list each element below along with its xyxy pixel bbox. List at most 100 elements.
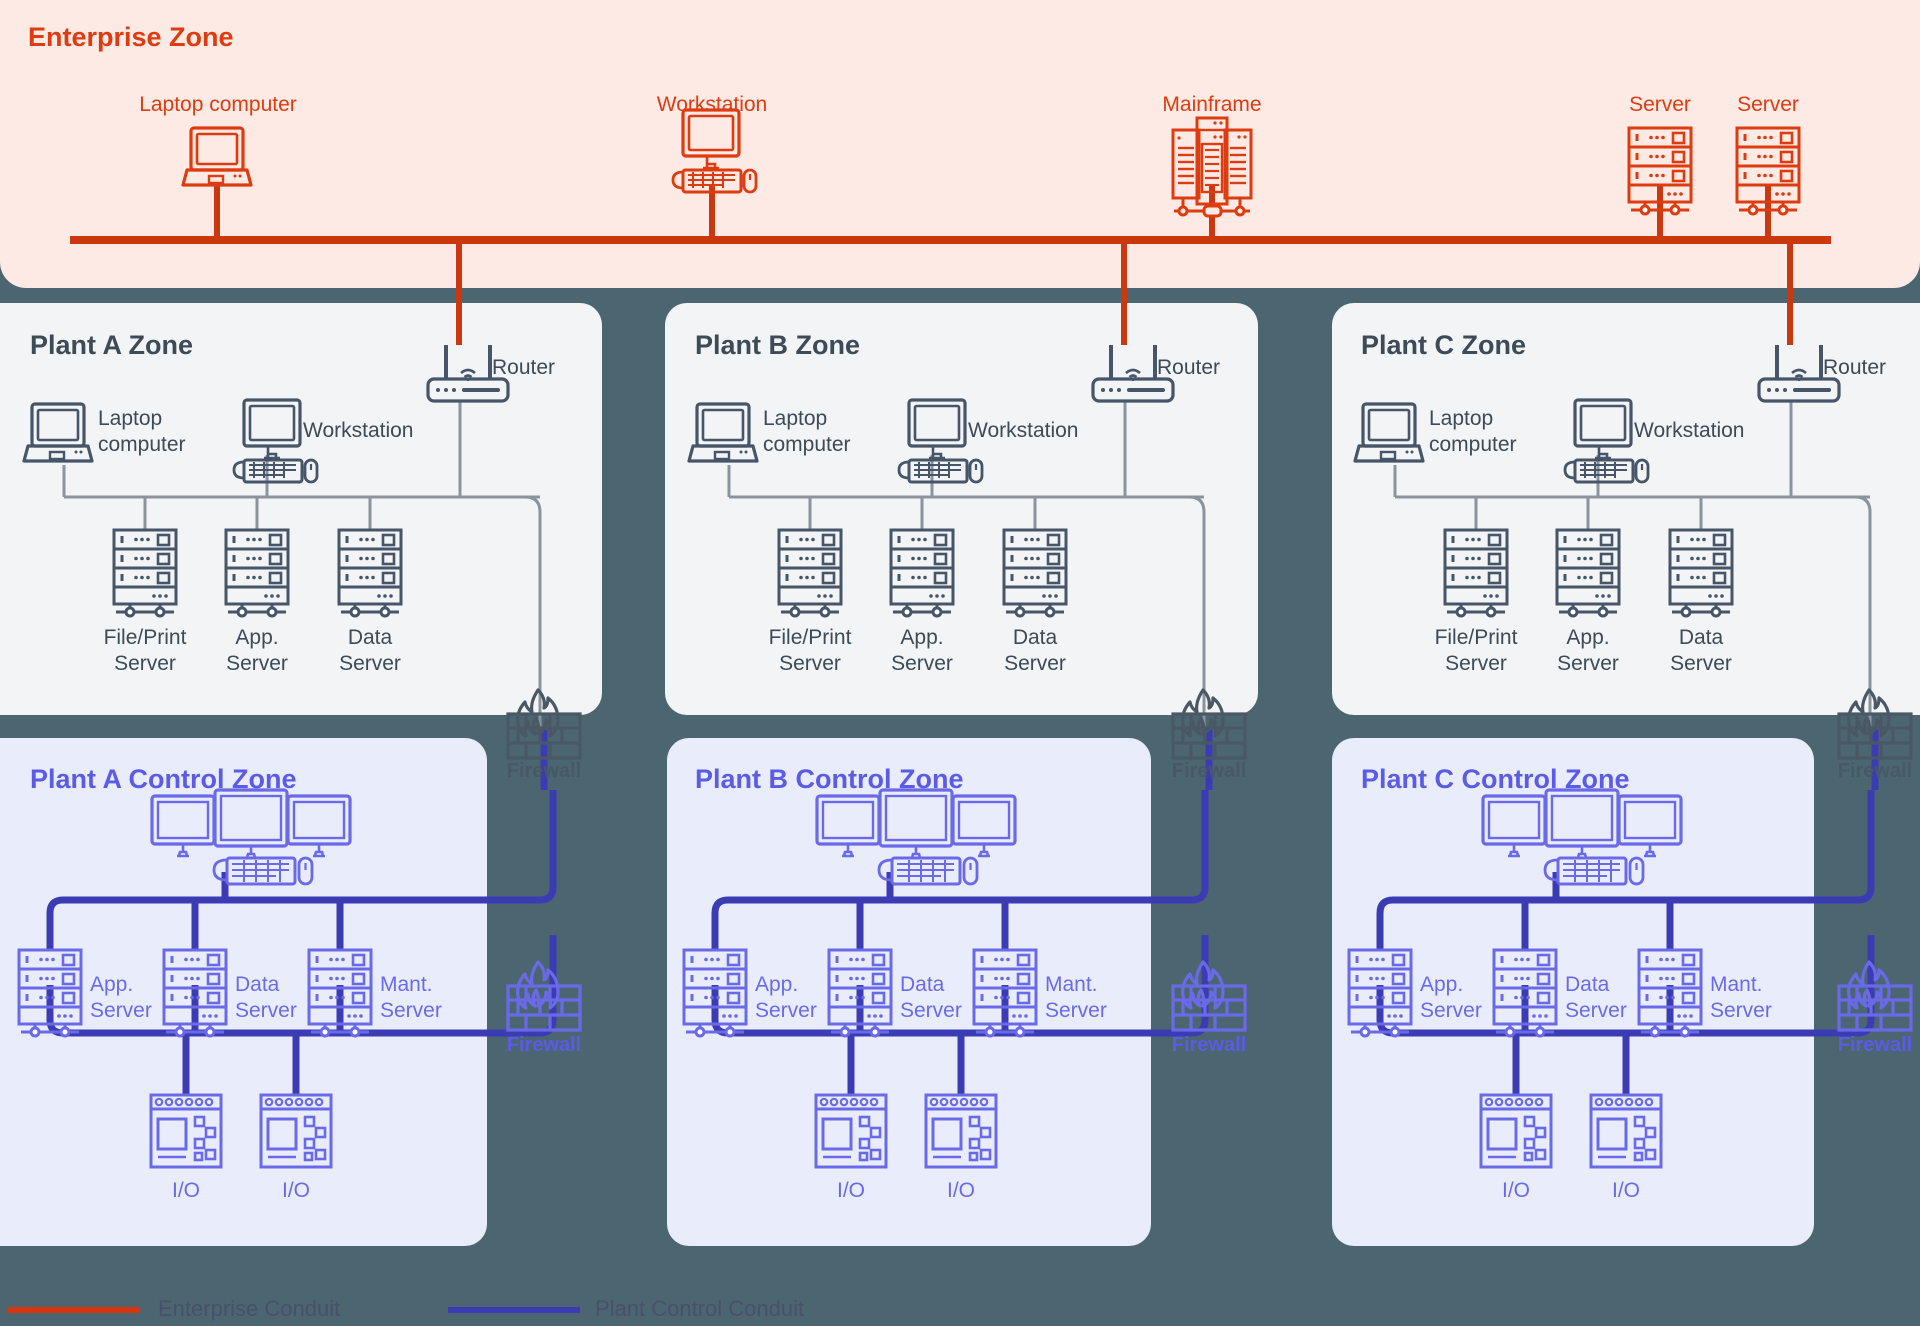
- server-icon: [972, 948, 1038, 1038]
- io-label: I/O: [1611, 1179, 1640, 1202]
- io-module-icon: [259, 1093, 333, 1169]
- server-label: App. Server: [1420, 973, 1482, 1022]
- server-label: Data Server: [1565, 973, 1627, 1022]
- server-label: App. Server: [891, 626, 953, 675]
- io-module-icon: [814, 1093, 888, 1169]
- router-label: Router: [1157, 356, 1221, 379]
- router-label: Router: [1823, 356, 1887, 379]
- server-icon: [827, 948, 893, 1038]
- plant-a-ctrl-bus-top: [46, 790, 557, 914]
- firewall-icon: [506, 960, 582, 1032]
- plant-b-ctrl-bus-bottom: [711, 935, 1209, 1037]
- mainframe-icon: [1171, 116, 1253, 218]
- server-label: Mant. Server: [380, 973, 442, 1022]
- firewall-icon: [1837, 960, 1913, 1032]
- server-label: File/Print Server: [768, 626, 852, 675]
- enterprise-node-label: Server: [1629, 93, 1691, 116]
- server-icon: [777, 528, 843, 618]
- firewall-icon: [1837, 688, 1913, 760]
- plant-b-zone-title: Plant B Zone: [695, 330, 861, 360]
- server-icon: [1555, 528, 1621, 618]
- upper-firewall-icons: [506, 688, 1913, 760]
- plant-c-zone-title: Plant C Zone: [1361, 330, 1527, 360]
- plant-a-zone-panel: [0, 303, 602, 715]
- server-label: File/Print Server: [1434, 626, 1518, 675]
- plant-a-zone-title: Plant A Zone: [30, 330, 194, 360]
- io-module-icon: [149, 1093, 223, 1169]
- server-label: Data Server: [339, 626, 401, 675]
- server-icon: [224, 528, 290, 618]
- firewall-icon: [1171, 688, 1247, 760]
- server-icon: [337, 528, 403, 618]
- server-label: App. Server: [226, 626, 288, 675]
- io-label: I/O: [171, 1179, 200, 1202]
- server-icon: [162, 948, 228, 1038]
- laptop-icon: [687, 402, 759, 463]
- firewall-label: Firewall: [1837, 1034, 1913, 1056]
- enterprise-node-label: Workstation: [656, 93, 768, 116]
- io-module-icon: [1589, 1093, 1663, 1169]
- server-label: File/Print Server: [103, 626, 187, 675]
- server-label: App. Server: [1557, 626, 1619, 675]
- router-label: Router: [492, 356, 556, 379]
- plant-b-zone-panel: [665, 303, 1258, 715]
- io-module-icon: [924, 1093, 998, 1169]
- server-icon: [682, 948, 748, 1038]
- io-module-icon: [1479, 1093, 1553, 1169]
- server-label: Data Server: [1670, 626, 1732, 675]
- workstation-label: Workstation: [303, 419, 414, 442]
- server-icon: [307, 948, 373, 1038]
- server-label: App. Server: [90, 973, 152, 1022]
- server-icon: [1637, 948, 1703, 1038]
- enterprise-node-label: Laptop computer: [139, 93, 297, 116]
- server-icon: [1002, 528, 1068, 618]
- laptop-label: Laptop computer: [763, 407, 851, 456]
- plant-c-ctrl-bus-top: [1376, 790, 1875, 914]
- plant-c-ctrl-bus-bottom: [1376, 935, 1875, 1037]
- laptop-icon: [22, 402, 94, 463]
- plant-a-lan-corner-right: [524, 495, 542, 735]
- server-icon: [889, 528, 955, 618]
- io-label: I/O: [281, 1179, 310, 1202]
- enterprise-icons: [181, 108, 1801, 218]
- firewall-icon: [1171, 960, 1247, 1032]
- workstation-label: Workstation: [1634, 419, 1745, 442]
- plant-c-lan-corner-right: [1854, 495, 1872, 735]
- io-label: I/O: [836, 1179, 865, 1202]
- firewall-label: Firewall: [1171, 1034, 1247, 1056]
- server-icon: [1735, 126, 1801, 216]
- server-label: Data Server: [1004, 626, 1066, 675]
- firewall-label: Firewall: [1837, 760, 1913, 782]
- io-label: I/O: [946, 1179, 975, 1202]
- laptop-label: Laptop computer: [98, 407, 186, 456]
- workstation-icon: [671, 108, 758, 194]
- server-label: Data Server: [900, 973, 962, 1022]
- io-label: I/O: [1501, 1179, 1530, 1202]
- enterprise-node-label: Mainframe: [1162, 93, 1262, 116]
- firewall-label: Firewall: [506, 760, 582, 782]
- server-icon: [1668, 528, 1734, 618]
- multi-monitor-workstation-icon: [1481, 788, 1683, 886]
- legend-label-control: Plant Control Conduit: [595, 1296, 805, 1321]
- firewall-label: Firewall: [506, 1034, 582, 1056]
- plant-b-lan-corner-right: [1188, 495, 1206, 735]
- plant-c-control-zone-title: Plant C Control Zone: [1361, 764, 1630, 794]
- multi-monitor-workstation-icon: [815, 788, 1017, 886]
- workstation-label: Workstation: [968, 419, 1079, 442]
- plant-b-control-zone-panel: [667, 738, 1151, 1246]
- plant-a-ctrl-bus-bottom: [46, 935, 557, 1037]
- server-icon: [1627, 126, 1693, 216]
- laptop-icon: [181, 126, 253, 187]
- laptop-icon: [1353, 402, 1425, 463]
- enterprise-node-label: Server: [1737, 93, 1799, 116]
- server-icon: [1443, 528, 1509, 618]
- laptop-label: Laptop computer: [1429, 407, 1517, 456]
- server-label: App. Server: [755, 973, 817, 1022]
- plant-b-control-zone-title: Plant B Control Zone: [695, 764, 964, 794]
- server-icon: [112, 528, 178, 618]
- server-icon: [1492, 948, 1558, 1038]
- plant-a-control-zone-title: Plant A Control Zone: [30, 764, 297, 794]
- server-label: Mant. Server: [1045, 973, 1107, 1022]
